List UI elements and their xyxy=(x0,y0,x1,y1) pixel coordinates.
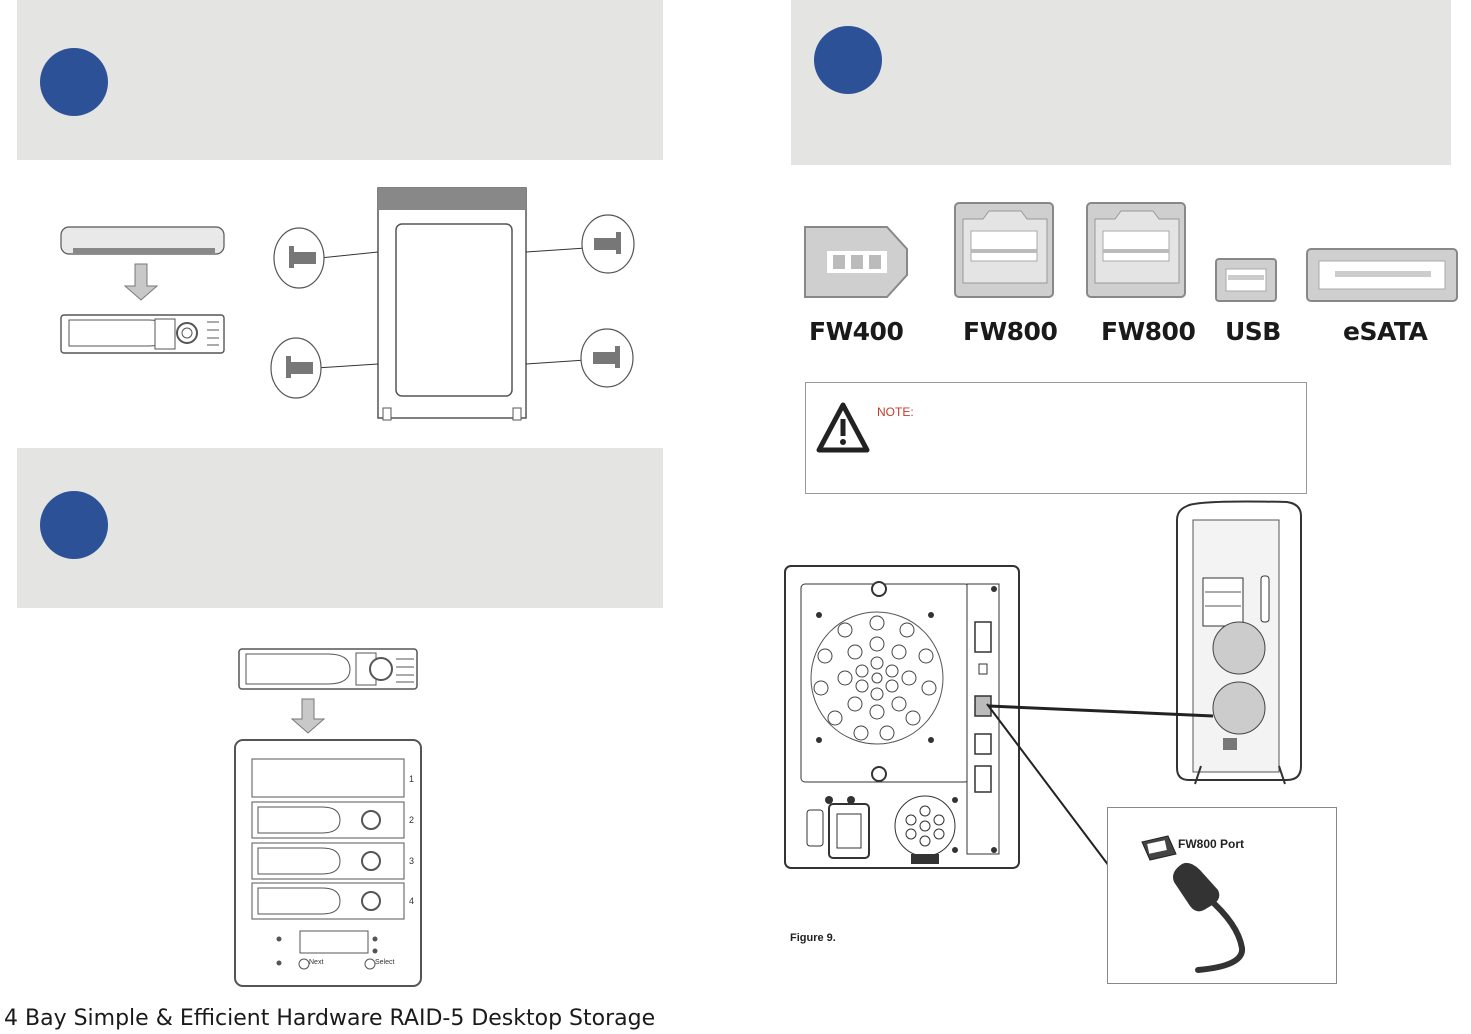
tray-to-enclosure-illustration xyxy=(234,648,422,987)
bay-number-3: 3 xyxy=(409,856,415,866)
fw800-port-icon xyxy=(1086,202,1186,298)
port-label-esata: eSATA xyxy=(1343,317,1428,346)
tray-screws-illustration xyxy=(270,187,635,421)
enclosure-to-computer-illustration xyxy=(784,500,1302,871)
bay-number-1: 1 xyxy=(409,774,415,784)
bay-number-2: 2 xyxy=(409,815,415,825)
step-panel-top-left xyxy=(17,0,663,160)
warning-icon xyxy=(816,402,870,453)
esata-port-icon xyxy=(1306,248,1458,302)
fw800-port-icon xyxy=(954,202,1054,298)
step-marker xyxy=(40,48,108,116)
step-marker xyxy=(40,491,108,559)
fw800-cable-icon xyxy=(1141,835,1245,973)
document-footer: 4 Bay Simple & Efficient Hardware RAID-5… xyxy=(4,1006,656,1031)
step-panel-middle-left xyxy=(17,448,663,608)
usb-port-icon xyxy=(1215,258,1277,302)
bay-number-4: 4 xyxy=(409,896,415,906)
port-label-usb: USB xyxy=(1225,317,1281,346)
fw800-port-label: FW800 Port xyxy=(1178,837,1245,851)
figure-caption: Figure 9. xyxy=(790,932,836,944)
drive-to-tray-illustration xyxy=(60,226,225,354)
step-panel-top-right xyxy=(791,0,1451,165)
fw400-port-icon xyxy=(804,226,908,298)
note-label: NOTE: xyxy=(877,405,914,419)
next-button-label: Next xyxy=(309,959,324,966)
port-label-fw400: FW400 xyxy=(809,317,904,346)
fw800-port-inset xyxy=(1107,807,1337,984)
select-button-label: Select xyxy=(375,959,395,966)
port-label-fw800: FW800 xyxy=(1101,317,1196,346)
port-label-fw800: FW800 xyxy=(963,317,1058,346)
note-box xyxy=(805,382,1307,494)
step-marker xyxy=(814,26,882,94)
